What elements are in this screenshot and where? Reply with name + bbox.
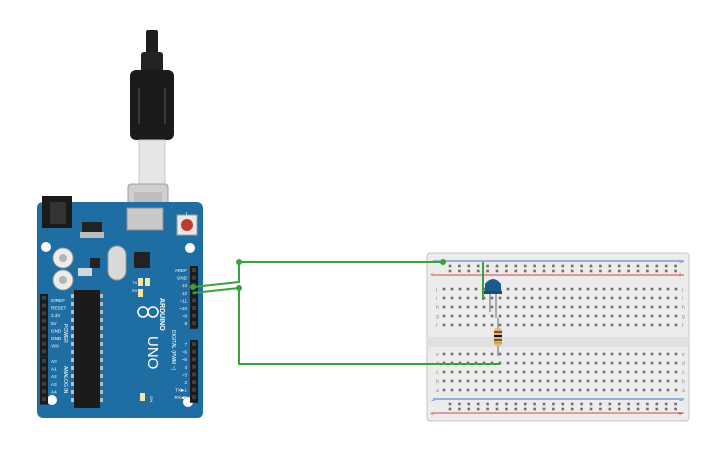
capacitor-icon [52,247,74,291]
lbl-digital-top-7: 8 [184,321,187,326]
row-label: i [682,296,683,302]
lbl-digital-top-0: AREF [175,268,187,273]
model-label: UNO [144,336,161,369]
lbl-digital-top-3: 12 [182,291,188,296]
analog-label: ANALOG IN [62,366,68,394]
lbl-digital-bottom-2: ~5 [182,357,188,362]
row-label: h [436,305,439,311]
analog-header[interactable] [40,357,48,405]
lbl-digital-bottom-0: 7 [184,342,187,347]
row-label: i [436,296,437,302]
lbl-power-1: RESET [51,306,67,311]
lbl-analog-3: A3 [51,382,57,387]
lbl-analog-4: A4 [51,389,57,394]
arduino-logo-icon [137,306,159,318]
row-label: c [436,370,439,376]
lbl-power-6: VIN [51,344,59,349]
row-label: f [682,323,684,329]
digital-header-bottom[interactable] [190,340,198,403]
wire-gnd[interactable] [192,259,446,288]
lbl-power-4: GND [51,328,62,333]
lbl-analog-2: A2 [51,374,57,379]
rail-minus-bottom-right: − [679,398,683,405]
lbl-digital-bottom-5: 2 [184,380,187,385]
row-label: b [436,379,439,385]
row-label: e [682,352,685,358]
lbl-power-3: 5V [51,321,58,326]
row-label: h [682,305,685,311]
row-label: e [436,352,439,358]
l-label: L [186,212,189,218]
rail-plus-bottom-left: + [430,411,434,418]
rx-label: RX [132,288,138,293]
led-icon[interactable] [484,279,502,318]
wire-endpoint-gnd-arduino [190,284,196,290]
lbl-analog-5: A5 [51,397,57,402]
row-label: g [682,314,685,320]
lbl-digital-bottom-7: RX◀0 [175,395,188,400]
lbl-digital-bottom-3: 4 [184,365,187,370]
lbl-digital-top-4: ~11 [180,298,188,303]
lbl-power-2: 3.3V [51,313,61,318]
rail-plus-top-right: + [678,272,682,279]
row-label: f [436,323,438,329]
power-header[interactable] [40,294,48,357]
arduino-uno-board[interactable]: TX RX L ARDUINO UNO ON DIGITAL (PWM ~) P… [37,196,203,418]
power-label: POWER [62,324,68,343]
brand-label: ARDUINO [158,298,165,331]
lbl-digital-top-1: GND [177,276,188,281]
lbl-digital-bottom-1: ~6 [182,350,188,355]
lbl-power-5: GND [51,336,62,341]
row-label: d [682,361,685,367]
tx-label: TX [132,280,137,285]
lbl-analog-1: A1 [51,367,57,372]
lbl-digital-top-2: 13 [182,283,188,288]
wire-pin13[interactable] [192,285,500,365]
rail-minus-bottom-left: − [431,398,435,405]
rail-plus-bottom-right: + [678,411,682,418]
rail-plus-top-left: + [430,272,434,279]
row-label: c [682,370,685,376]
rail-minus-top-right: − [679,260,683,267]
row-label: j [681,287,683,293]
on-label: ON [149,396,154,402]
lbl-power-0: IOREF [51,298,65,303]
resistor-icon[interactable] [494,318,502,356]
row-label: a [436,388,439,394]
lbl-digital-top-5: ~10 [179,306,187,311]
lbl-analog-0: A0 [51,359,57,364]
row-label: g [436,314,439,320]
usb-port [126,207,164,231]
row-label: a [682,388,685,394]
row-label: b [682,379,685,385]
microcontroller-chip [71,290,103,408]
digital-label: DIGITAL (PWM ~) [170,330,176,370]
digital-header-top[interactable] [190,266,198,329]
rail-minus-top-left: − [431,260,435,267]
lbl-digital-top-6: ~9 [182,314,188,319]
reset-button[interactable] [176,214,198,236]
row-label: j [435,287,437,293]
lbl-digital-bottom-6: TX▶1 [175,388,187,393]
lbl-digital-bottom-4: ~3 [182,372,188,377]
